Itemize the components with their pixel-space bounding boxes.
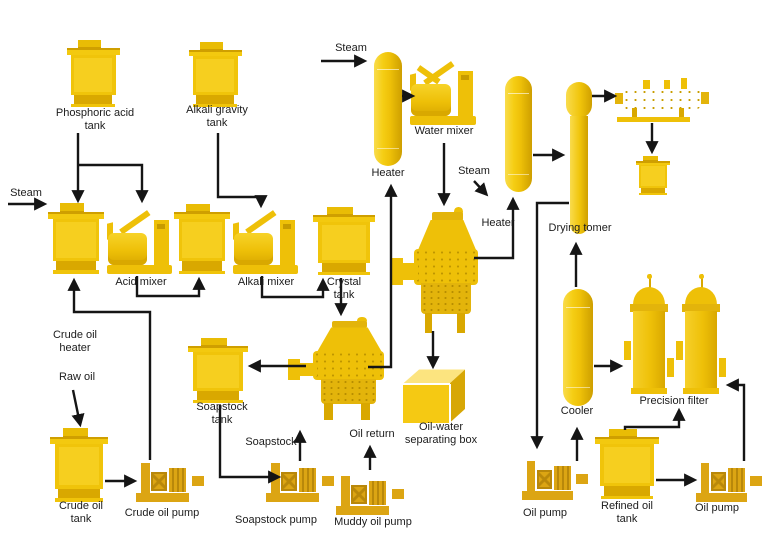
label-soapstock: Soapstock [245, 436, 297, 448]
label-crystal-tank: Crystal tank [326, 276, 362, 302]
water-mixer-machine [410, 60, 476, 125]
soapstock-tank-vessel [188, 338, 248, 403]
oil-water-separating-box-vessel [403, 369, 465, 423]
label-crude-oil-tank: Crude oil tank [58, 500, 104, 526]
label-steam-left: Steam [10, 187, 42, 199]
label-steam-2: Steam [458, 165, 490, 177]
label-precision-filter: Precision filter [639, 395, 709, 407]
crude-oil-heater-vessel [48, 203, 104, 274]
separator2-machine [392, 206, 478, 333]
line-phosphoric-to-acid-mixer [78, 163, 149, 204]
line-raw-oil-to-crude-tank [71, 389, 85, 428]
crude-oil-tank-vessel [50, 428, 108, 502]
phosphoric-acid-tank-vessel [66, 40, 120, 107]
alkali-mixer-machine [233, 209, 298, 274]
label-alkali-mixer: Alkali mixer [237, 276, 295, 288]
refined-oil-tank-vessel [595, 429, 659, 499]
label-phosphoric-acid-tank: Phosphoric acid tank [55, 107, 135, 133]
line-alkali-gravity-to-alkali-mixer [216, 133, 268, 209]
label-crude-oil-pump: Crude oil pump [124, 507, 200, 519]
separator1-machine [288, 316, 384, 420]
label-alkali-gravity-tank: Alkali gravity tank [186, 104, 248, 130]
crystal-tank-vessel [313, 207, 375, 275]
label-soapstock-tank: Soapstock tank [196, 401, 248, 427]
label-crude-oil-heater: Crude oil heater [52, 329, 98, 355]
label-oil-pump-right: Oil pump [694, 502, 740, 514]
heater1-vessel [374, 52, 402, 166]
label-drying-tower: Drying tomer [548, 222, 612, 234]
line-refined-tank-to-filter [623, 407, 686, 430]
label-oil-return: Oil return [349, 428, 395, 440]
label-soapstock-pump: Soapstock pump [235, 514, 317, 526]
soapstock-pump-machine [266, 459, 334, 502]
label-refined-oil-tank: Refined oil tank [601, 500, 653, 526]
precision-filter-2 [675, 274, 727, 394]
cooler-vessel [563, 289, 593, 406]
label-steam-top: Steam [335, 42, 367, 54]
oil-pump-right-machine [696, 459, 762, 502]
label-oil-water-separating-box: Oil-water separating box [404, 421, 478, 447]
label-oil-pump-left: Oil pump [522, 507, 568, 519]
intermediate-tank [174, 204, 230, 274]
heater2-vessel [505, 76, 532, 192]
precision-filter-1 [623, 274, 675, 394]
alkali-gravity-tank-vessel [188, 42, 242, 107]
drying-tower-column [566, 82, 592, 234]
label-heater-2: Heater [481, 217, 515, 229]
line-oil-pump-right-to-filter2 [725, 378, 746, 461]
muddy-oil-pump-machine [336, 472, 404, 515]
receiver-tank [636, 156, 670, 195]
label-water-mixer: Water mixer [414, 125, 474, 137]
label-acid-mixer: Acid mixer [115, 276, 167, 288]
label-raw-oil: Raw oil [58, 371, 96, 383]
label-cooler: Cooler [560, 405, 594, 417]
oil-pump-left-machine [522, 457, 588, 500]
condenser-exchanger [615, 78, 709, 122]
acid-mixer-machine [107, 209, 172, 274]
label-muddy-oil-pump: Muddy oil pump [334, 516, 412, 528]
line-steam2 [473, 180, 489, 197]
crude-oil-pump-machine [136, 459, 204, 502]
label-heater-1: Heater [371, 167, 405, 179]
